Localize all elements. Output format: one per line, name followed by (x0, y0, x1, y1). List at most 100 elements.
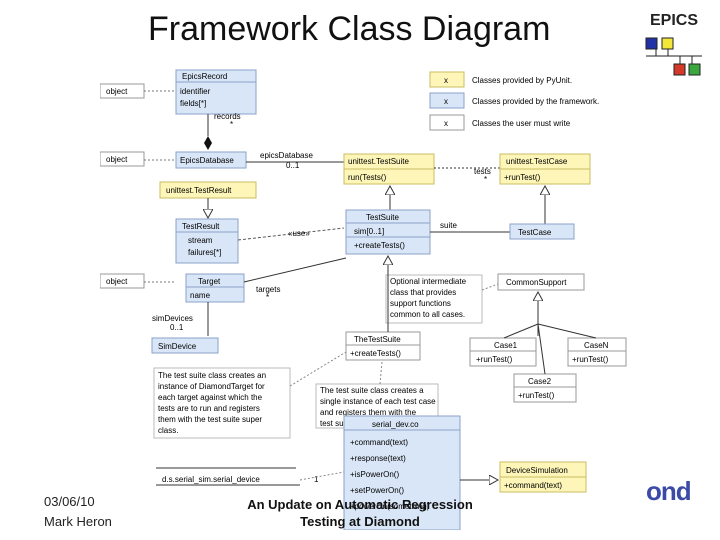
class-op: +setPowerOn() (350, 486, 404, 495)
class-name: Target (198, 277, 221, 286)
object-label: object (106, 87, 128, 96)
assoc-epics-database: epicsDatabase (260, 151, 313, 160)
assoc-sim-devices-mult: 0..1 (170, 323, 184, 332)
note-line: common to all cases. (390, 310, 465, 319)
sim-instance-label: d.s.serial_sim.serial_device (162, 475, 260, 484)
class-op: +runTest() (572, 355, 609, 364)
class-name: unittest.TestResult (166, 186, 232, 195)
class-epics-record: EpicsRecord identifier fields[*] (175, 69, 257, 115)
class-target: Target name (185, 273, 245, 303)
class-name: EpicsRecord (182, 72, 227, 81)
class-test-result: TestResult stream failures[*] (175, 218, 239, 264)
class-name: TestSuite (366, 213, 399, 222)
class-casen: CaseN +runTest() (567, 337, 627, 367)
footer-talk-title: An Update on Automatic Regression Testin… (247, 497, 473, 529)
class-op: +runTest() (518, 391, 555, 400)
note-line: class. (158, 426, 178, 435)
class-epics-database: EpicsDatabase (175, 151, 247, 169)
legend-text: Classes provided by PyUnit. (472, 76, 572, 85)
assoc-sim-instance-mult: 1 (314, 475, 319, 484)
class-op: +runTest() (504, 173, 541, 182)
note-line: each target against which the (158, 393, 263, 402)
slide-title: Framework Class Diagram (148, 10, 551, 48)
sim-instance: d.s.serial_sim.serial_device (156, 467, 300, 486)
assoc-records-mult: * (230, 120, 233, 129)
object-marker-1: object (99, 83, 176, 99)
object-marker-3: object (99, 273, 176, 289)
class-test-suite: TestSuite sim[0..1] +createTests() (345, 209, 431, 255)
class-op: +command(text) (504, 481, 562, 490)
class-op: +createTests() (354, 241, 405, 250)
note-test-suite-creates: The test suite class creates an instance… (153, 367, 291, 439)
class-common-support: CommonSupport (497, 273, 585, 291)
legend-text: Classes provided by the framework. (472, 97, 599, 106)
class-attr: stream (188, 236, 213, 245)
footer-date: 03/06/10 (44, 494, 95, 509)
assoc-sim-devices: simDevices (152, 314, 193, 323)
class-unittest-testresult: unittest.TestResult (159, 181, 257, 199)
epics-logo-text: EPICS (649, 12, 698, 29)
class-name: Case1 (494, 341, 518, 350)
class-device-simulation: DeviceSimulation +command(text) (499, 461, 587, 493)
diamond-logo: ond (646, 476, 692, 506)
class-op: +response(text) (350, 454, 406, 463)
note-line: support functions (390, 299, 451, 308)
assoc-tests-mult: * (484, 175, 487, 184)
note-line: single instance of each test case (320, 397, 436, 406)
class-diagram-svg: object object object EpicsRecord identif… (99, 69, 627, 531)
class-name: SimDevice (158, 342, 197, 351)
class-the-test-suite: TheTestSuite +createTests() (345, 331, 421, 361)
assoc-tests: tests (474, 167, 491, 176)
class-name: unittest.TestCase (506, 157, 568, 166)
legend-mark: x (444, 76, 448, 85)
note-line: The test suite class creates a (320, 386, 424, 395)
object-label: object (106, 155, 128, 164)
class-name: TheTestSuite (354, 335, 401, 344)
note-line: The test suite class creates an (158, 371, 266, 380)
note-line: them with the test suite super (158, 415, 262, 424)
class-attr: fields[*] (180, 99, 206, 108)
class-sim-device: SimDevice (151, 337, 219, 354)
class-name: CaseN (584, 341, 609, 350)
assoc-records: records (214, 112, 241, 121)
object-label: object (106, 277, 128, 286)
class-attr: name (190, 291, 211, 300)
epics-logo-graphic (645, 37, 702, 76)
epics-logo: EPICS (642, 12, 706, 82)
object-marker-2: object (99, 151, 176, 167)
class-op: +isPowerOn() (350, 470, 399, 479)
class-attr: sim[0..1] (354, 227, 384, 236)
class-name: DeviceSimulation (506, 466, 568, 475)
note-line: Optional intermediate (390, 277, 467, 286)
composition-diamond (204, 136, 212, 150)
class-attr: failures[*] (188, 248, 221, 257)
legend-text: Classes the user must write (472, 119, 571, 128)
legend-mark: x (444, 119, 448, 128)
class-unittest-testcase: unittest.TestCase +runTest() (499, 153, 591, 185)
class-op: +createTests() (350, 349, 401, 358)
class-unittest-testsuite: unittest.TestSuite run(Tests() (343, 153, 435, 185)
assoc-suite: suite (440, 221, 457, 230)
class-op: +command(text) (350, 438, 408, 447)
class-diagram: object object object EpicsRecord identif… (99, 68, 645, 531)
class-attr: identifier (180, 87, 211, 96)
assoc-targets-mult: * (266, 293, 269, 302)
class-op: run(Tests() (348, 173, 387, 182)
assoc-use: «use» (288, 229, 310, 238)
legend: x Classes provided by PyUnit. x Classes … (429, 71, 599, 131)
class-name: TestResult (182, 222, 220, 231)
class-name: CommonSupport (506, 278, 567, 287)
footer-author: Mark Heron (44, 514, 112, 529)
class-op: +powerOn(something) (350, 502, 430, 511)
note-line: class that provides (390, 288, 456, 297)
class-name: Case2 (528, 377, 552, 386)
class-name: serial_dev.co (372, 420, 419, 429)
note-optional-intermediate: Optional intermediate class that provide… (385, 274, 483, 324)
note-line: and registers them with the (320, 408, 417, 417)
class-case2: Case2 +runTest() (513, 373, 577, 403)
assoc-targets: targets (256, 285, 280, 294)
class-name: unittest.TestSuite (348, 157, 409, 166)
assoc-epics-database-mult: 0..1 (286, 161, 300, 170)
legend-mark: x (444, 97, 448, 106)
class-name: TestCase (518, 228, 552, 237)
